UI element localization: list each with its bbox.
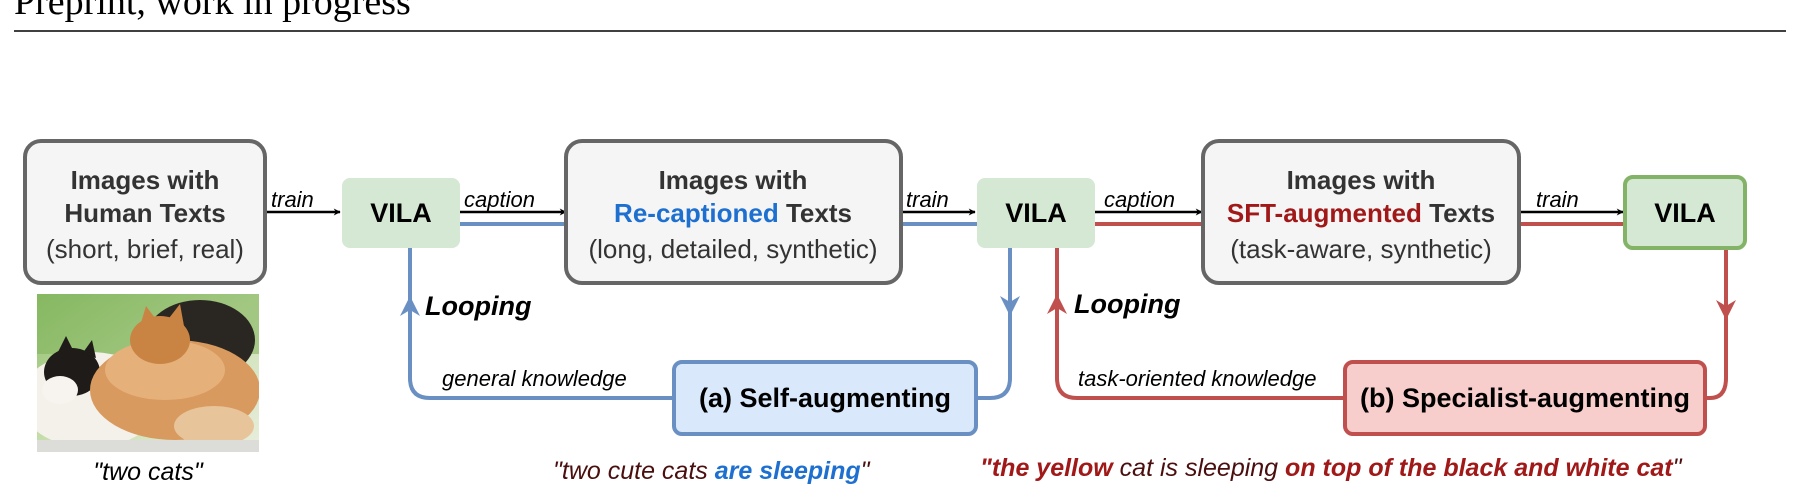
human-caption: "two cats" — [93, 458, 204, 486]
sft-box-line1: Images with — [1287, 165, 1436, 195]
cats-photo — [37, 294, 259, 452]
edge-label-caption-1: caption — [464, 187, 535, 212]
loop-arrowhead-down-red — [1716, 300, 1736, 320]
vila-node-2: VILA — [977, 178, 1095, 248]
edge-label-caption-2: caption — [1104, 187, 1175, 212]
specialist-augmenting-label: (b) Specialist-augmenting — [1360, 383, 1690, 413]
vila-label-3: VILA — [1654, 198, 1716, 228]
loop-arrowhead-up-blue — [400, 296, 420, 316]
human-box-line1: Images with — [71, 165, 220, 195]
self-augmenting-box: (a) Self-augmenting — [672, 360, 978, 436]
looping-label-b: Looping — [1074, 289, 1181, 319]
spec-caption-part1: "the yellow — [980, 454, 1114, 482]
spec-caption-part2: cat is sleeping — [1113, 454, 1285, 482]
recap-box-line2-rest: Texts — [779, 198, 852, 228]
task-knowledge-label: task-oriented knowledge — [1078, 366, 1316, 391]
vila-label-2: VILA — [1005, 198, 1067, 228]
vila-node-final: VILA — [1623, 175, 1747, 250]
self-caption-emphasis: are sleeping — [715, 457, 861, 485]
sft-texts-box: Images with SFT-augmented Texts (task-aw… — [1201, 139, 1521, 285]
loop-arrowhead-down-blue — [1000, 296, 1020, 316]
self-caption-post: " — [861, 457, 871, 485]
loop-arrowhead-up-red — [1047, 294, 1067, 314]
human-texts-box: Images with Human Texts (short, brief, r… — [23, 139, 267, 285]
recap-box-line1: Images with — [659, 165, 808, 195]
spec-caption-part4: " — [1673, 454, 1683, 482]
sft-box-line2-rest: Texts — [1422, 198, 1495, 228]
edge-label-train-1: train — [271, 187, 314, 212]
self-augmented-caption: "two cute cats are sleeping" — [553, 457, 871, 485]
specialist-augmenting-box: (b) Specialist-augmenting — [1343, 360, 1707, 436]
blue-flow — [408, 222, 1012, 400]
vila-label-1: VILA — [370, 198, 432, 228]
edge-label-train-3: train — [1536, 187, 1579, 212]
looping-label-a: Looping — [425, 291, 532, 321]
self-augmenting-label: (a) Self-augmenting — [699, 383, 951, 413]
recap-box-line2: Re-captioned Texts — [614, 198, 852, 228]
sft-box-highlight: SFT-augmented — [1227, 198, 1422, 228]
recaptioned-texts-box: Images with Re-captioned Texts (long, de… — [564, 139, 903, 285]
recap-box-line3: (long, detailed, synthetic) — [588, 234, 877, 264]
spec-caption-part3: on top of the black and white cat — [1285, 454, 1674, 482]
sft-box-line2: SFT-augmented Texts — [1227, 198, 1495, 228]
self-caption-pre: "two cute cats — [553, 457, 715, 485]
recap-box-highlight: Re-captioned — [614, 198, 779, 228]
general-knowledge-label: general knowledge — [442, 366, 627, 391]
sft-box-line3: (task-aware, synthetic) — [1230, 234, 1492, 264]
specialist-augmented-caption: "the yellow cat is sleeping on top of th… — [980, 454, 1683, 482]
human-box-line3: (short, brief, real) — [46, 234, 244, 264]
page-header: Preprint, work in progress — [14, 0, 411, 23]
edge-label-train-2: train — [906, 187, 949, 212]
red-flow — [1055, 222, 1728, 400]
vila-node-1: VILA — [342, 178, 460, 248]
human-box-line2: Human Texts — [64, 198, 225, 228]
